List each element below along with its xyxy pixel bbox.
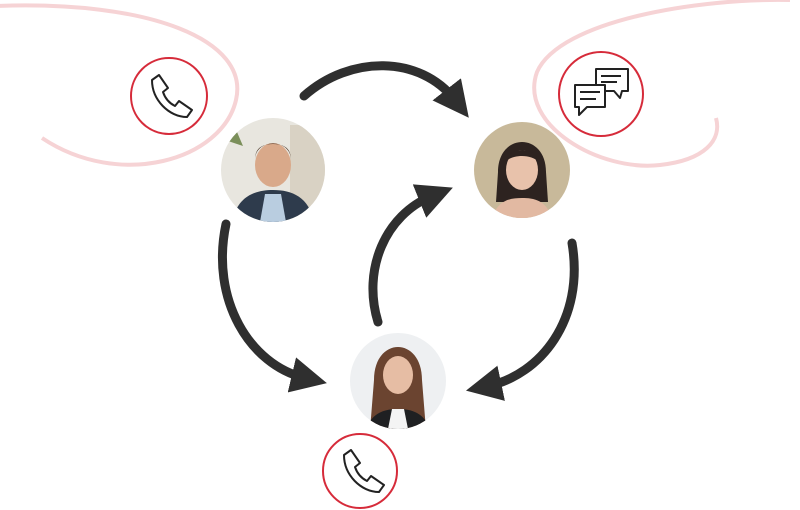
arrow-bottom-woman-to-top-woman	[368, 184, 453, 327]
decorative-swoosh-left	[0, 3, 240, 167]
phone-icon	[343, 449, 385, 493]
avatar-woman-top	[474, 122, 570, 218]
phone-icon	[151, 74, 193, 118]
chat-icon-ring	[558, 51, 644, 137]
arrow-man-to-bottom-woman	[217, 219, 327, 393]
avatar-man	[221, 118, 325, 222]
avatar-woman-bottom	[350, 333, 446, 429]
decorative-swoosh-right	[532, 0, 790, 168]
chat-bubbles-icon	[574, 68, 629, 116]
phone-icon-ring-bottom	[322, 433, 398, 509]
arrow-top-woman-to-bottom-woman	[465, 238, 579, 401]
arrow-man-to-top-woman	[299, 61, 469, 118]
phone-icon-ring-top	[130, 57, 208, 135]
